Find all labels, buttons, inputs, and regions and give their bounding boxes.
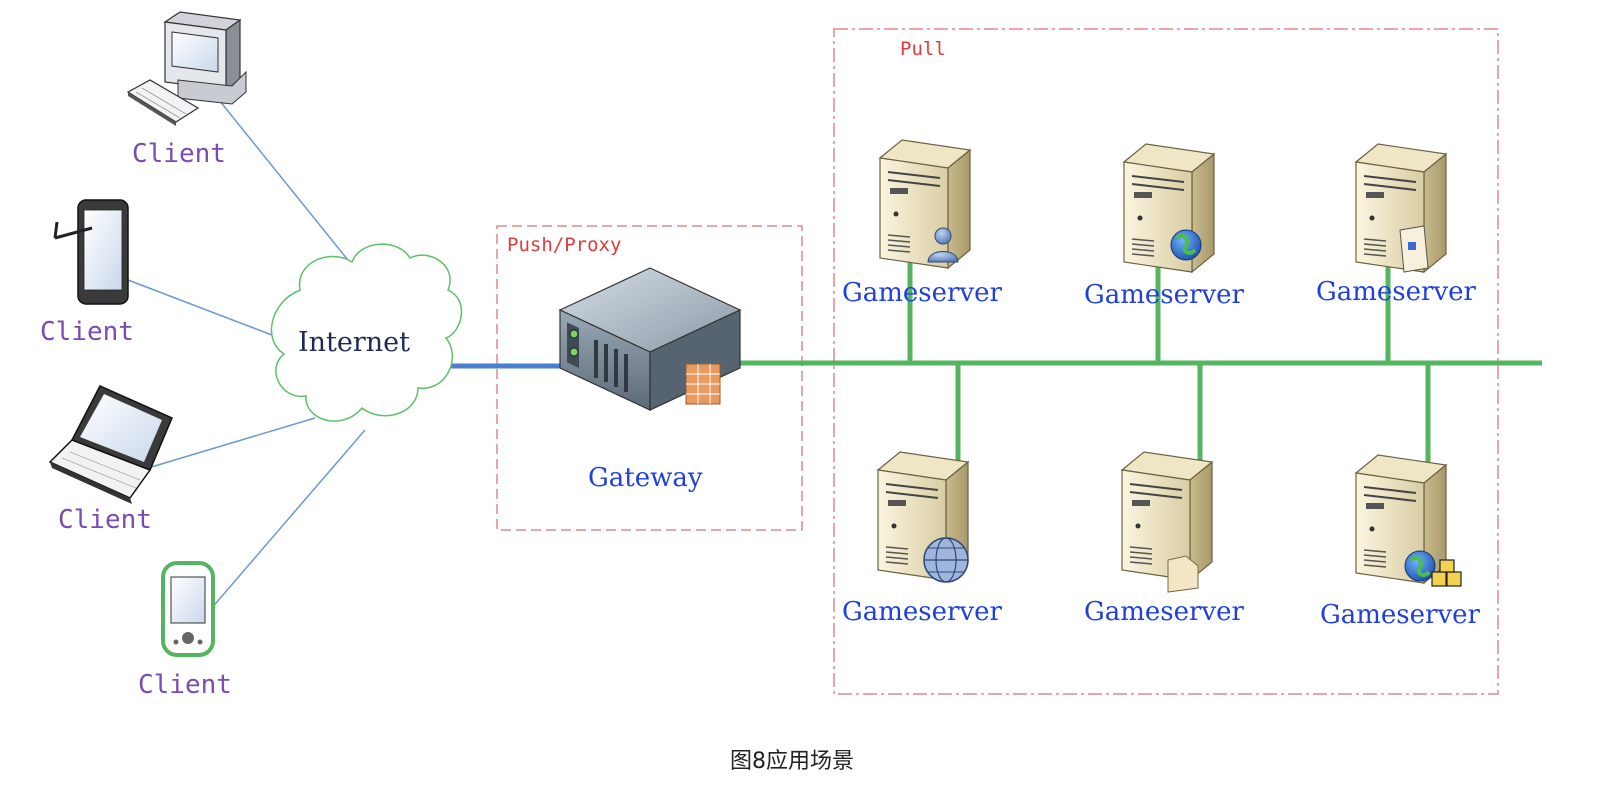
client-label: Client bbox=[40, 317, 134, 347]
push-proxy-zone bbox=[496, 225, 803, 531]
server-bus bbox=[735, 262, 1542, 468]
client-links bbox=[127, 94, 366, 611]
gameserver-5: Gameserver bbox=[1084, 451, 1245, 627]
client-label: Client bbox=[58, 505, 152, 535]
gameserver-6: Gameserver bbox=[1320, 454, 1481, 630]
client-link bbox=[209, 429, 366, 611]
gameserver-label: Gameserver bbox=[1316, 277, 1477, 307]
pull-zone-label: Pull bbox=[900, 38, 946, 60]
desktop-computer-icon bbox=[126, 11, 247, 126]
globe-network-icon bbox=[923, 537, 969, 583]
gameserver-3: Gameserver bbox=[1316, 143, 1477, 307]
client-label: Client bbox=[138, 670, 232, 700]
client-link bbox=[147, 417, 316, 469]
figure-caption: 图8应用场景 bbox=[730, 749, 854, 774]
gameserver-label: Gameserver bbox=[1320, 600, 1481, 630]
internet-label: Internet bbox=[298, 327, 410, 358]
gameserver-label: Gameserver bbox=[842, 278, 1003, 308]
client-label: Client bbox=[132, 139, 226, 169]
gameserver-1: Gameserver bbox=[842, 139, 1003, 308]
server-tower-icon bbox=[879, 139, 971, 269]
client-tablet: Client bbox=[40, 199, 134, 347]
gateway-server-icon bbox=[558, 267, 742, 411]
client-link bbox=[214, 94, 361, 276]
gameserver-label: Gameserver bbox=[1084, 597, 1245, 627]
client-desktop: Client bbox=[126, 11, 247, 169]
gateway-label: Gateway bbox=[588, 463, 703, 493]
internet-cloud: Internet bbox=[270, 243, 463, 422]
user-icon bbox=[927, 227, 959, 263]
gameserver-4: Gameserver bbox=[842, 451, 1003, 627]
client-laptop: Client bbox=[48, 385, 173, 535]
folder-icon bbox=[1167, 555, 1199, 593]
gameserver-label: Gameserver bbox=[842, 597, 1003, 627]
gameserver-2: Gameserver bbox=[1084, 143, 1245, 310]
laptop-icon bbox=[48, 385, 173, 504]
tablet-icon bbox=[53, 199, 129, 305]
mobile-phone-icon bbox=[161, 561, 215, 657]
gateway: Gateway bbox=[558, 267, 742, 493]
document-icon bbox=[1399, 225, 1429, 273]
server-tower-icon bbox=[1123, 143, 1215, 273]
globe-packages-icon bbox=[1404, 550, 1462, 587]
server-tower-icon bbox=[1355, 143, 1447, 273]
server-tower-icon bbox=[1121, 451, 1213, 581]
client-mobile: Client bbox=[138, 561, 232, 700]
globe-icon bbox=[1170, 229, 1202, 261]
push-proxy-zone-label: Push/Proxy bbox=[507, 234, 621, 256]
cloud-icon bbox=[270, 243, 463, 422]
client-link bbox=[127, 279, 286, 341]
gameserver-label: Gameserver bbox=[1084, 280, 1245, 310]
